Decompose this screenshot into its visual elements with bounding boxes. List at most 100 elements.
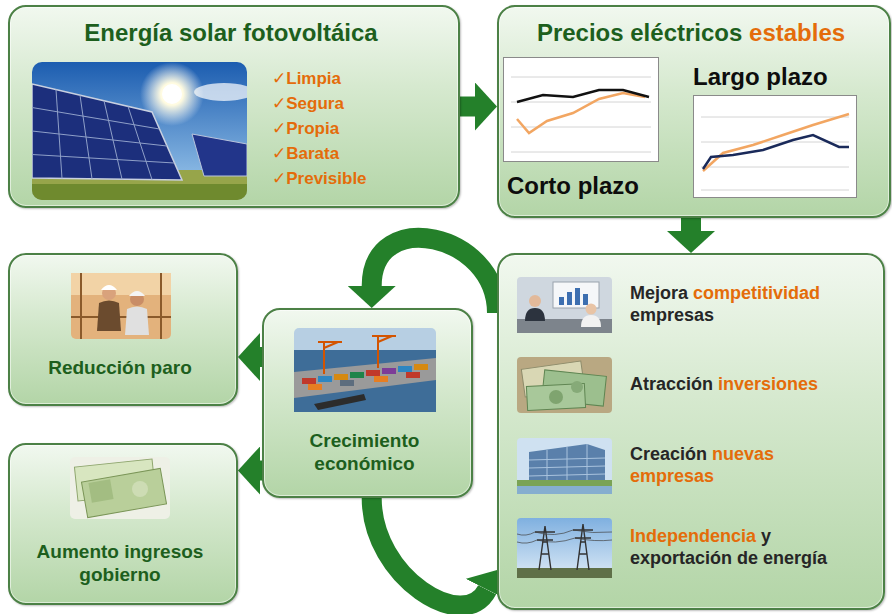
box-text: Mejora [630,283,688,305]
text-slot: Energía solar fotovoltáica [10,19,452,48]
illustration-part [701,167,849,168]
illustration-part [125,307,149,336]
box-text: inversiones [718,374,818,396]
illustration-part [535,524,593,570]
flow-arrow [372,498,488,605]
illustration-part [701,190,849,191]
box-text: ✓Segura [272,94,344,114]
text-slot: Creaciónnuevasempresas [630,444,855,487]
illustration-part [703,114,849,171]
process-box: Energía solar fotovoltáica ✓Limpia ✓Segura… [8,5,460,208]
box-text: Crecimiento económico [264,430,465,476]
box-text: Reducción paro [48,357,192,380]
illustration-part [517,90,649,102]
illustration-part [504,58,659,162]
illustration-part [340,380,354,386]
text-slot: Crecimiento económico [264,430,465,476]
illustration-part [71,273,171,295]
illustration-part [314,394,366,410]
business-meeting-photo [517,277,612,333]
flow-arrow [372,238,497,313]
box-text: Atracción [630,374,713,396]
illustration-part [294,350,436,412]
illustration-part [302,364,428,390]
illustration-part [517,486,612,494]
illustration-part [701,117,849,118]
illustration-part [529,295,541,307]
illustration-part [71,316,171,318]
illustration-part [414,364,428,370]
illustration-part [559,297,564,305]
illustration-part [32,84,182,180]
illustration-part [517,277,612,333]
illustration-part [586,304,597,315]
illustration-part [71,273,171,339]
illustration-part [517,438,612,494]
illustration-part [517,530,612,543]
illustration-part [517,538,612,543]
illustration-part [587,444,588,480]
text-slot: Mejoracompetitividadempresas [630,283,855,326]
illustration-part [32,62,247,200]
box-text: empresas [630,466,714,488]
process-box: MejoracompetitividadempresasAtraccióninv… [497,253,885,610]
illustration-part [294,358,436,398]
illustration-part [88,479,113,503]
box-text: ✓Previsible [272,169,367,189]
illustration-part [97,301,121,332]
illustration-part [350,372,364,378]
illustration-part [529,444,605,480]
illustration-part [32,108,160,130]
illustration-part [374,376,388,382]
illustration-part [192,134,247,176]
box-text: exportación de energía [630,548,827,570]
illustration-part [398,366,412,372]
illustration-part [334,374,348,380]
illustration-part [308,384,322,390]
text-slot: Precios eléctricosestables [499,19,883,48]
illustration-part [70,457,170,519]
text-slot: Atraccióninversiones [630,374,855,396]
illustration-part [549,390,563,404]
illustration-part [567,447,568,480]
box-text: ✓Barata [272,144,339,164]
illustration-part [694,96,857,198]
illustration-part [511,127,651,128]
box-text: empresas [630,305,714,327]
illustration-part [32,62,247,200]
illustration-part [102,286,116,300]
illustration-part [511,102,651,103]
illustration-part [294,328,436,412]
box-text: y [761,526,771,548]
office-building-photo [517,438,612,494]
process-box: Crecimiento económico [262,308,473,498]
euro-notes-photo [70,457,170,519]
illustration-part [517,480,612,486]
illustration-part [372,336,396,368]
illustration-part [547,450,548,480]
text-slot: ✓Limpia [272,69,442,89]
illustration-part [517,530,612,535]
illustration-part [511,77,651,152]
text-slot: Corto plazo [507,172,687,201]
box-text: Corto plazo [507,172,639,201]
illustration-part [162,84,182,104]
illustration-part [575,288,580,305]
process-box: Aumento ingresos gobierno [8,443,238,605]
text-slot: ✓Barata [272,144,442,164]
illustration-part [703,135,849,169]
box-text: Aumento ingresos gobierno [10,541,230,587]
illustration-part [32,131,167,146]
illustration-part [571,381,583,393]
illustration-part [517,357,612,413]
illustration-part [129,291,145,296]
text-slot: ✓Propia [272,119,442,139]
box-text: estables [749,19,845,48]
text-slot: Largo plazo [693,63,873,92]
box-text: Creación [630,444,707,466]
process-box: Reducción paro [8,253,238,406]
port-photo [294,328,436,412]
illustration-part [160,273,162,339]
illustration-part [581,315,601,327]
